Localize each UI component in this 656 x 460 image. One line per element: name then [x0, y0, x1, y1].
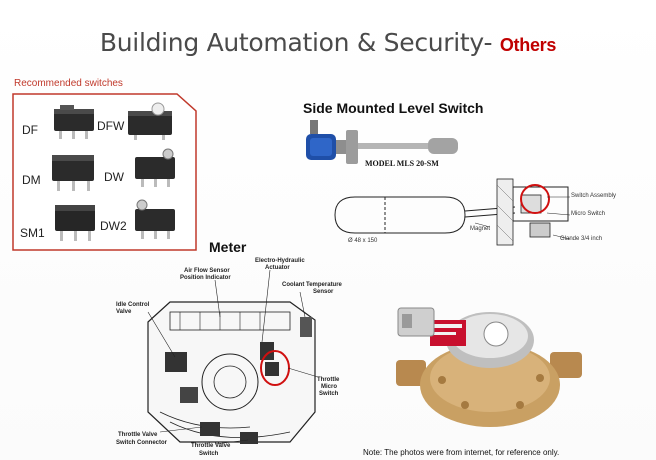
- label-throttle-valve-1: Throttle Valve: [118, 432, 158, 438]
- label-switch-connector: Switch Connector: [116, 440, 168, 446]
- dw-switch-image: [135, 148, 175, 187]
- label-throttle: Throttle: [317, 377, 340, 383]
- switch-label-dfw: DFW: [97, 119, 125, 133]
- recommended-switches-label: Recommended switches: [14, 78, 123, 89]
- label-glande: Glande 3/4 inch: [560, 236, 603, 242]
- label-position-indicator: Position Indicator: [180, 275, 231, 281]
- water-meter-photo: [396, 307, 582, 427]
- dfw-switch-image: [128, 102, 172, 140]
- level-switch-photo: [306, 120, 458, 164]
- label-micro: Micro: [321, 384, 338, 390]
- switch-label-dw: DW: [104, 170, 124, 184]
- label-magnet: Magnet: [470, 226, 491, 232]
- label-diameter: Ø 48 x 150: [348, 238, 378, 244]
- switch-label-dw2: DW2: [100, 219, 127, 233]
- engine-diagram: [147, 269, 319, 445]
- label-throttle-valve-switch: Switch: [199, 451, 219, 457]
- label-coolant-sensor: Sensor: [313, 289, 334, 295]
- switch-label-df: DF: [22, 123, 38, 137]
- label-actuator: Actuator: [265, 265, 290, 271]
- sm1-switch-image: [55, 205, 95, 241]
- label-coolant-temperature: Coolant Temperature: [282, 282, 342, 288]
- label-switch: Switch: [319, 391, 339, 397]
- title-main: Building Automation & Security-: [99, 28, 500, 57]
- level-switch-diagram: [334, 178, 571, 246]
- label-idle-valve: Valve: [116, 309, 132, 315]
- label-electro-hydraulic: Electro-Hydraulic: [255, 258, 305, 264]
- level-switch-title: Side Mounted Level Switch: [303, 100, 484, 116]
- switch-label-sm1: SM1: [20, 226, 45, 240]
- dw2-switch-image: [135, 199, 175, 239]
- dm-switch-image: [52, 155, 94, 191]
- switch-label-dm: DM: [22, 173, 41, 187]
- label-idle-control: Idle Control: [116, 302, 150, 308]
- label-switch-assembly: Switch Assembly: [571, 193, 617, 199]
- df-switch-image: [54, 105, 94, 139]
- slide-title: Building Automation & Security- Others: [0, 28, 656, 57]
- meter-title: Meter: [209, 239, 247, 255]
- level-switch-model: MODEL MLS 20-SM: [365, 159, 439, 168]
- label-air-flow-sensor: Air Flow Sensor: [184, 268, 230, 274]
- title-accent: Others: [499, 35, 557, 55]
- footer-note: Note: The photos were from internet, for…: [363, 448, 560, 457]
- label-micro-switch: Micro Switch: [571, 211, 606, 217]
- label-throttle-valve-2: Throttle Valve: [191, 443, 231, 449]
- recommended-switches-box: DF DFW DM DW SM1 DW2: [12, 93, 197, 251]
